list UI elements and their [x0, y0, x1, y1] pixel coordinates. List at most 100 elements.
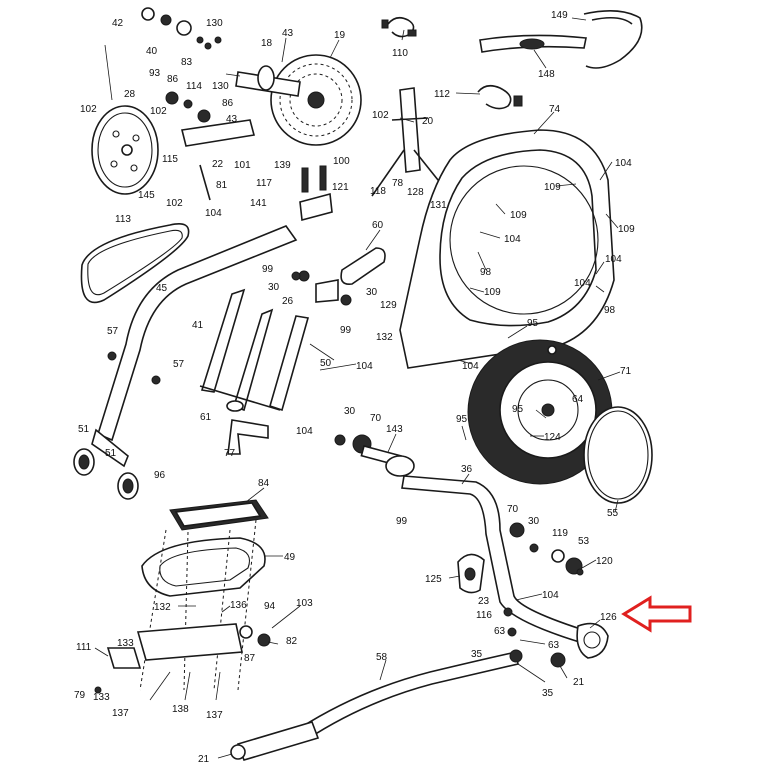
- part-label: 111: [76, 642, 92, 653]
- part-label: 82: [286, 636, 298, 647]
- part-label: 21: [198, 754, 210, 765]
- part-label: 133: [117, 638, 134, 649]
- part-label: 104: [462, 361, 479, 372]
- part-label: 30: [528, 516, 540, 527]
- part-label: 117: [256, 178, 272, 189]
- part-label: 116: [476, 610, 492, 621]
- part-label: 18: [261, 38, 273, 49]
- part-label: 23: [478, 596, 490, 607]
- upright-handle-45: [91, 225, 298, 468]
- part-label: 126: [600, 612, 617, 623]
- part-label: 99: [340, 325, 352, 336]
- part-label: 77: [224, 448, 236, 459]
- link-arm-41: [199, 288, 310, 412]
- part-label: 93: [149, 68, 161, 79]
- part-label: 115: [162, 154, 178, 165]
- part-label: 145: [138, 190, 155, 201]
- part-label: 95: [527, 318, 539, 329]
- flywheel-pulley-19: [270, 54, 362, 146]
- part-label: 60: [372, 220, 384, 231]
- part-label: 102: [80, 104, 97, 115]
- bracket-125: [457, 553, 485, 594]
- highlight-arrow: [621, 595, 692, 633]
- part-label: 41: [192, 320, 204, 331]
- part-label: 86: [167, 74, 179, 85]
- part-label: 143: [386, 424, 403, 435]
- part-label: 79: [74, 690, 86, 701]
- roller-51-left: [73, 448, 95, 476]
- part-label: 87: [244, 653, 256, 664]
- part-label: 50: [320, 358, 332, 369]
- part-label: 30: [268, 282, 280, 293]
- part-label: 78: [392, 178, 404, 189]
- part-label: 28: [124, 89, 136, 100]
- part-label: 35: [471, 649, 483, 660]
- leader-lines: [94, 17, 621, 759]
- part-label: 118: [370, 186, 386, 197]
- part-label: 109: [510, 210, 527, 221]
- part-label: 109: [618, 224, 635, 235]
- part-labels: 42 40 130 83 18 43 19 110 149 148 93 86 …: [74, 10, 635, 765]
- part-label: 138: [172, 704, 189, 715]
- part-label: 120: [596, 556, 613, 567]
- part-label: 102: [372, 110, 389, 121]
- part-label: 109: [484, 287, 501, 298]
- part-label: 63: [494, 626, 506, 637]
- part-label: 114: [186, 81, 202, 92]
- part-label: 84: [258, 478, 270, 489]
- part-label: 71: [620, 366, 632, 377]
- part-label: 100: [333, 156, 350, 167]
- part-label: 137: [112, 708, 129, 719]
- idler-bracket: [165, 91, 256, 201]
- part-label: 45: [156, 283, 168, 294]
- part-label: 139: [274, 160, 291, 171]
- adapter-112: [455, 84, 523, 110]
- part-label: 148: [538, 69, 555, 80]
- part-label: 102: [150, 106, 167, 117]
- part-label: 112: [434, 89, 450, 100]
- part-label: 19: [334, 30, 346, 41]
- pedal-mount-dashes: [136, 519, 257, 691]
- part-label: 70: [370, 413, 382, 424]
- part-label: 132: [376, 332, 393, 343]
- part-label: 30: [366, 287, 378, 298]
- part-label: 64: [572, 394, 584, 405]
- axle-18: [235, 65, 301, 97]
- part-label: 99: [262, 264, 274, 275]
- part-label: 74: [549, 104, 561, 115]
- part-label: 57: [107, 326, 119, 337]
- part-label: 70: [507, 504, 519, 515]
- part-label: 43: [226, 114, 238, 125]
- part-label: 149: [551, 10, 568, 21]
- part-label: 137: [206, 710, 223, 721]
- part-label: 35: [542, 688, 554, 699]
- bearing-set: [141, 7, 222, 50]
- roller-51-right: [117, 472, 139, 500]
- idler-wheel-28: [91, 44, 159, 195]
- part-label: 86: [222, 98, 234, 109]
- lower-link-58: [230, 649, 566, 761]
- part-label: 113: [115, 214, 131, 225]
- power-cord-110: [381, 16, 417, 38]
- axle-assembly-143: [334, 434, 415, 477]
- drive-belt-113: [80, 223, 190, 304]
- part-label: 94: [264, 601, 276, 612]
- pedal-arm-36: [401, 475, 592, 645]
- part-label: 95: [456, 414, 468, 425]
- part-label: 121: [332, 182, 349, 193]
- crank-77: [226, 400, 269, 455]
- part-label: 99: [396, 516, 408, 527]
- part-label: 104: [615, 158, 632, 169]
- part-label: 103: [296, 598, 313, 609]
- part-label: 95: [512, 404, 524, 415]
- part-label: 104: [296, 426, 313, 437]
- part-label: 61: [200, 412, 212, 423]
- part-label: 81: [216, 180, 228, 191]
- part-label: 104: [504, 234, 521, 245]
- part-label: 98: [480, 267, 492, 278]
- part-label: 40: [146, 46, 158, 57]
- part-label: 63: [548, 640, 560, 651]
- part-label: 125: [425, 574, 442, 585]
- linkage-121: [299, 165, 333, 222]
